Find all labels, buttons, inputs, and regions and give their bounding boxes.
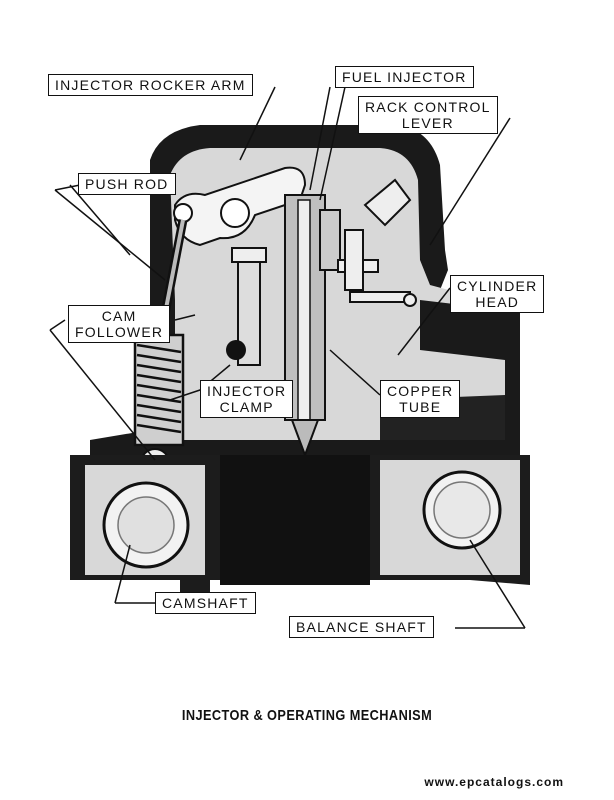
label-push-rod: PUSH ROD	[78, 173, 176, 195]
rocker-pivot	[173, 203, 193, 223]
label-text-line-1: CYLINDER	[457, 278, 538, 294]
label-text-line-1: RACK CONTROL	[365, 99, 491, 115]
label-rack-control-lever: RACK CONTROL LEVER	[358, 96, 498, 134]
label-text-line-2: HEAD	[475, 294, 520, 310]
label-text: CAMSHAFT	[162, 595, 249, 611]
block-center-web	[220, 455, 370, 585]
label-injector-rocker-arm: INJECTOR ROCKER ARM	[48, 74, 253, 96]
rocker-shaft	[220, 198, 250, 228]
label-text: FUEL INJECTOR	[342, 69, 467, 85]
label-cylinder-head: CYLINDER HEAD	[450, 275, 545, 313]
label-text: BALANCE SHAFT	[296, 619, 427, 635]
watermark-url: www.epcatalogs.com	[424, 775, 564, 789]
label-text-line-2: FOLLOWER	[75, 324, 164, 340]
label-text: PUSH ROD	[85, 176, 169, 192]
label-injector-clamp: INJECTOR CLAMP	[200, 380, 294, 418]
label-cam-follower: CAM FOLLOWER	[68, 305, 171, 343]
rack-lever	[344, 178, 417, 307]
label-text-line-2: TUBE	[399, 399, 442, 415]
label-text-line-1: COPPER	[387, 383, 454, 399]
coolant-passage	[420, 300, 505, 360]
label-text-line-1: INJECTOR	[207, 383, 287, 399]
label-copper-tube: COPPER TUBE	[380, 380, 461, 418]
label-text-line-2: LEVER	[401, 115, 454, 131]
label-camshaft: CAMSHAFT	[155, 592, 256, 614]
label-text: INJECTOR ROCKER ARM	[55, 77, 246, 93]
head-inner-cavity	[170, 148, 505, 440]
follower-spring	[133, 333, 185, 447]
label-fuel-injector: FUEL INJECTOR	[335, 66, 474, 88]
label-balance-shaft: BALANCE SHAFT	[289, 616, 434, 638]
label-text-line-2: CLAMP	[219, 399, 274, 415]
label-text-line-1: CAM	[101, 308, 137, 324]
leader-lines	[49, 86, 526, 629]
figure-caption: INJECTOR & OPERATING MECHANISM	[181, 707, 433, 724]
